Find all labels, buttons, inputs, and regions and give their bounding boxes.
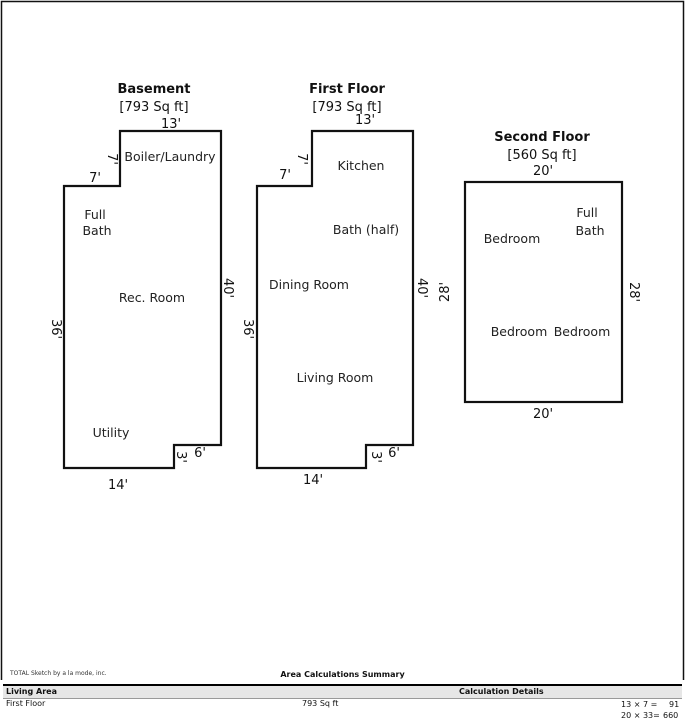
second-floor-area: [560 Sq ft] bbox=[507, 148, 576, 163]
basement-outline bbox=[62, 129, 223, 470]
row-calc: 13 × 7 = bbox=[621, 700, 658, 709]
dimension-label: 7' bbox=[89, 171, 101, 186]
room-label: Kitchen bbox=[338, 158, 385, 173]
second-floor-plan: Second Floor [560 Sq ft] Full Bath Bedro… bbox=[438, 130, 641, 422]
room-label: Bath bbox=[575, 223, 604, 238]
summary-title: Area Calculations Summary bbox=[280, 670, 405, 679]
page-border bbox=[0, 0, 685, 680]
dimension-label: 7' bbox=[294, 153, 309, 165]
dimension-label: 13' bbox=[355, 113, 375, 128]
dimension-label: 14' bbox=[108, 478, 128, 493]
dimension-label: 14' bbox=[303, 473, 323, 488]
software-credit: TOTAL Sketch by a la mode, inc. bbox=[10, 670, 107, 677]
row-name: First Floor bbox=[6, 699, 46, 708]
dimension-label: 7' bbox=[279, 168, 291, 183]
area-summary-table: Living Area Calculation Details First Fl… bbox=[3, 684, 682, 722]
room-label: Utility bbox=[93, 425, 130, 440]
row-calc-value: 91 bbox=[669, 700, 680, 709]
dimension-label: 6' bbox=[388, 446, 400, 461]
calculation-details-header: Calculation Details bbox=[459, 687, 544, 696]
room-label: Dining Room bbox=[269, 277, 349, 292]
dimension-label: 7' bbox=[104, 153, 119, 165]
room-label: Boiler/Laundry bbox=[124, 149, 216, 164]
room-label: Rec. Room bbox=[119, 290, 185, 305]
room-label: Living Room bbox=[297, 370, 374, 385]
first-floor-area: [793 Sq ft] bbox=[312, 100, 381, 115]
first-floor-plan: First Floor [793 Sq ft] Kitchen Bath (ha… bbox=[240, 82, 429, 488]
dimension-label: 20' bbox=[533, 407, 553, 422]
second-floor-title: Second Floor bbox=[494, 130, 590, 145]
room-label: Bedroom bbox=[491, 324, 548, 339]
dimension-label: 40' bbox=[414, 278, 429, 298]
dimension-label: 28' bbox=[626, 282, 641, 302]
second-floor-outline bbox=[463, 180, 624, 404]
dimension-label: 20' bbox=[533, 164, 553, 179]
room-label: Bedroom bbox=[554, 324, 611, 339]
dimension-label: 36' bbox=[240, 319, 255, 339]
first-floor-title: First Floor bbox=[309, 82, 385, 97]
living-area-header: Living Area bbox=[6, 687, 57, 696]
dimension-label: 3' bbox=[173, 451, 188, 463]
dimension-label: 36' bbox=[48, 319, 63, 339]
room-label: Full bbox=[84, 207, 105, 222]
room-label: Bath bbox=[82, 223, 111, 238]
room-label: Bedroom bbox=[484, 231, 541, 246]
dimension-label: 28' bbox=[438, 282, 453, 302]
row-calc-value: 660 bbox=[663, 711, 679, 720]
room-label: Bath (half) bbox=[333, 222, 399, 237]
dimension-label: 6' bbox=[194, 446, 206, 461]
basement-area: [793 Sq ft] bbox=[119, 100, 188, 115]
dimension-label: 40' bbox=[220, 278, 235, 298]
row-calc: 20 × 33= bbox=[621, 711, 660, 720]
floor-plan-drawing: Basement [793 Sq ft] Boiler/Laundry Full… bbox=[0, 0, 685, 680]
first-floor-outline bbox=[255, 129, 415, 470]
dimension-label: 3' bbox=[368, 451, 383, 463]
basement-title: Basement bbox=[117, 82, 190, 97]
summary-header: Living Area Calculation Details bbox=[3, 686, 682, 699]
basement-plan: Basement [793 Sq ft] Boiler/Laundry Full… bbox=[48, 82, 235, 493]
row-area: 793 Sq ft bbox=[302, 699, 339, 708]
room-label: Full bbox=[576, 205, 597, 220]
dimension-label: 13' bbox=[161, 117, 181, 132]
